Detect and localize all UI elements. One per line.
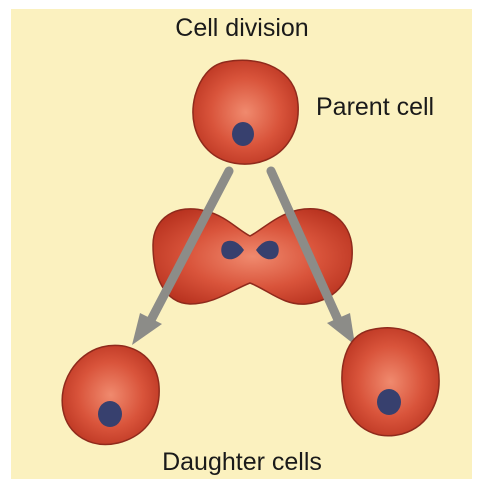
right-daughter-nucleus (377, 389, 401, 415)
right-daughter-cell (342, 328, 439, 436)
left-daughter-nucleus (98, 401, 122, 427)
parent-cell (193, 60, 298, 164)
diagram-title: Cell division (0, 14, 484, 43)
daughter-cells-label: Daughter cells (0, 448, 484, 477)
left-daughter-cell (62, 345, 159, 444)
parent-nucleus (232, 122, 254, 146)
parent-cell-label: Parent cell (316, 93, 434, 122)
